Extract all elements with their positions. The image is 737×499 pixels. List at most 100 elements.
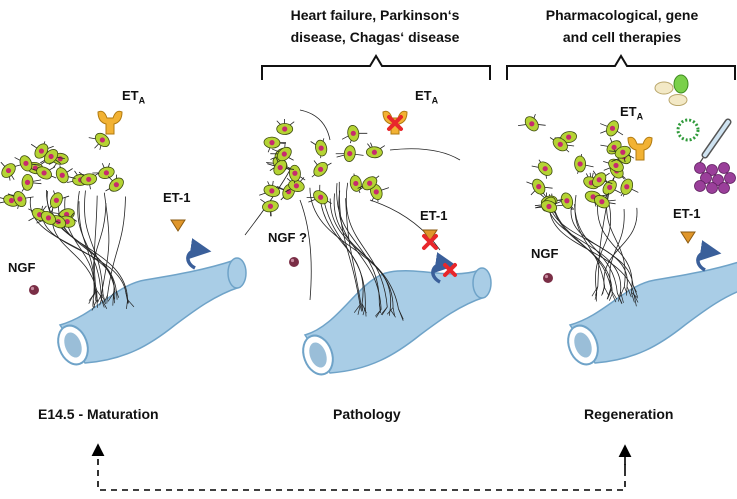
tablet-icon [669,95,687,106]
plasmid-icon [678,120,698,140]
capsule-icon [674,75,688,93]
neuron-nucleus [41,170,46,175]
eta-label-maturation: ETA [122,88,145,106]
sprouting-neurite [390,149,460,160]
sprouting-neurite [300,200,311,300]
neuron-nucleus [6,168,11,173]
axon-terminal [609,294,612,301]
neuron-nucleus [278,165,283,170]
neuron-nucleus [607,185,612,190]
neuron-nucleus [611,145,616,150]
axon-terminal [89,292,95,300]
panel-title-regeneration: Regeneration [584,406,673,422]
neuron-nucleus [610,126,615,131]
panel-title-maturation: E14.5 - Maturation [38,406,159,422]
neuron-nucleus [58,156,63,161]
et1-label-pathology: ET-1 [420,208,447,223]
neuron-nucleus [48,154,53,159]
neuron-nucleus [536,184,541,189]
therapy-header-line1: Pharmacological, gene [502,4,737,26]
vessel-opening-right [228,258,246,288]
syringe-barrel [705,122,728,155]
neuron-nucleus [372,150,377,155]
ngf-dot-highlight [31,287,34,290]
neuron-nucleus [613,163,618,168]
neuron-nucleus [23,161,28,166]
eta-label-pathology: ETA [415,88,438,106]
pathology-header-line1: Heart failure, Parkinson‘s [255,4,495,26]
neuron-nucleus [347,151,352,156]
neuron-nucleus [599,199,604,204]
neuron-nucleus [114,182,119,187]
axon-terminal [604,287,608,295]
neuron-nucleus [529,121,534,126]
neuron-nucleus [318,167,323,172]
neuron-nucleus [292,171,297,176]
axon-terminal [624,287,626,293]
neuron-nucleus [578,161,583,166]
neuron-nucleus [104,170,109,175]
neuron-nucleus [543,166,548,171]
stem-cell-icon [695,181,706,192]
neuron-nucleus [39,148,44,153]
neuron-nucleus [25,180,30,185]
neuron-nucleus [319,146,324,151]
neuron-nucleus [17,196,22,201]
pill-icon [655,82,673,94]
axon [549,203,634,295]
stem-cell-icon [695,163,706,174]
curved-arrow-icon [188,250,201,268]
neuron-nucleus [566,135,571,140]
pathology-bracket [262,56,490,80]
neuron-nucleus [269,140,274,145]
neuron-nucleus [564,198,569,203]
neuron-nucleus [318,195,323,200]
pathology-header: Heart failure, Parkinson‘s disease, Chag… [255,4,495,48]
neuron-nucleus [367,181,372,186]
neuron-nucleus [294,183,299,188]
stem-cell-icon [719,163,730,174]
neuron-nucleus [624,184,629,189]
neuron-nucleus [546,204,551,209]
panel-title-pathology: Pathology [333,406,401,422]
ngf-label-maturation: NGF [8,260,35,275]
neuron-nucleus [353,181,358,186]
et1-label-regeneration: ET-1 [673,206,700,221]
neuron-nucleus [46,215,51,220]
neuron-nucleus [54,198,59,203]
neuron-nucleus [86,177,91,182]
neuron-nucleus [268,204,273,209]
axon [549,194,627,286]
neuron-nucleus [374,189,379,194]
neuron-nucleus [597,177,602,182]
curved-arrow-icon [698,252,711,270]
neuron-nucleus [558,142,563,147]
therapy-bracket [507,56,735,80]
et1-ligand-icon [681,232,695,243]
ngf-dot-icon [29,285,39,295]
et1-ligand-icon [171,220,185,231]
neuron-nucleus [282,126,287,131]
ngf-dot-highlight [291,259,294,262]
therapy-header: Pharmacological, gene and cell therapies [502,4,737,48]
stem-cell-icon [725,173,736,184]
ngf-label-regeneration: NGF [531,246,558,261]
panel-maturation [0,111,246,368]
regeneration-loop-arrow [98,448,625,490]
vessel-opening-right [473,268,491,298]
ngf-dot-icon [543,273,553,283]
neuron-nucleus [100,137,105,142]
stem-cell-icon [719,183,730,194]
axon-terminal [602,287,604,294]
neuron-nucleus [351,131,356,136]
neuron-nucleus [269,188,274,193]
eta-receptor-icon [98,111,122,134]
neuron-nucleus [282,151,287,156]
et1-label-maturation: ET-1 [163,190,190,205]
stem-cell-icon [707,183,718,194]
neuron-nucleus [9,198,14,203]
neuron-nucleus [620,150,625,155]
pathology-header-line2: disease, Chagas‘ disease [255,26,495,48]
ngf-dot-icon [289,257,299,267]
